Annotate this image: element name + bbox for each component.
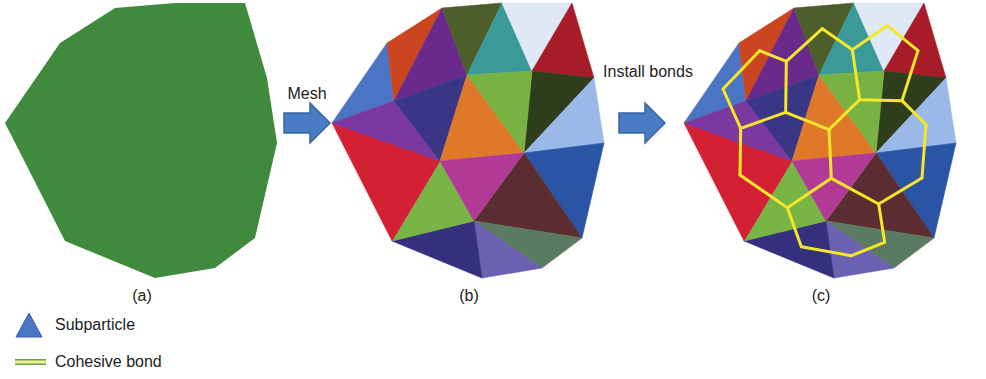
cohesive-bond [786,29,822,62]
cohesive-bond [786,112,829,129]
panel-caption: (a) [132,286,152,305]
bonded-particle [684,3,956,278]
cohesive-bond [829,100,860,130]
cohesive-bond [740,175,787,208]
subparticle [792,153,876,221]
cohesive-bond [784,61,788,112]
cohesive-bond [787,208,801,247]
subparticle [440,153,524,221]
cohesive-bond [887,26,918,51]
cohesive-bond [922,125,926,178]
cohesive-bond [852,50,859,100]
legend-text: Subparticle [55,315,135,334]
subparticle [532,3,594,78]
subparticle [884,3,946,78]
bond-swatch [15,359,46,365]
panel-caption: (c) [812,286,831,305]
panel-caption: (b) [459,286,479,305]
cohesive-bond [852,26,887,50]
meshed-particle [332,3,604,278]
cohesive-bond [879,178,922,204]
subparticle [467,71,532,153]
cohesive-bond [739,128,743,175]
cohesive-bond [723,51,760,89]
cohesive-bond [822,29,852,50]
subparticle-swatch [16,313,42,337]
cohesive-bond [829,130,831,179]
cohesive-bond [741,112,786,128]
subparticle [524,78,604,153]
cohesive-bond [860,100,902,101]
cohesive-bond [760,51,787,62]
cohesive-bond [879,204,885,242]
step-label: Install bonds [603,62,693,81]
step-label: Mesh [287,84,326,103]
legend-text: Cohesive bond [55,352,162,371]
cohesive-bond [902,51,918,101]
subparticle [876,78,956,153]
bond-swatch [15,361,46,364]
cohesive-bond [723,89,741,128]
particle-outline [5,3,277,278]
cohesive-bond [831,178,878,204]
cohesive-bond [787,178,831,207]
cohesive-bond [902,101,926,125]
cohesive-bond [801,247,851,256]
subparticle [474,221,542,278]
cohesive-bond [851,242,884,255]
process-arrow [619,103,665,143]
process-arrow [284,103,330,143]
particle-shape [5,3,277,278]
